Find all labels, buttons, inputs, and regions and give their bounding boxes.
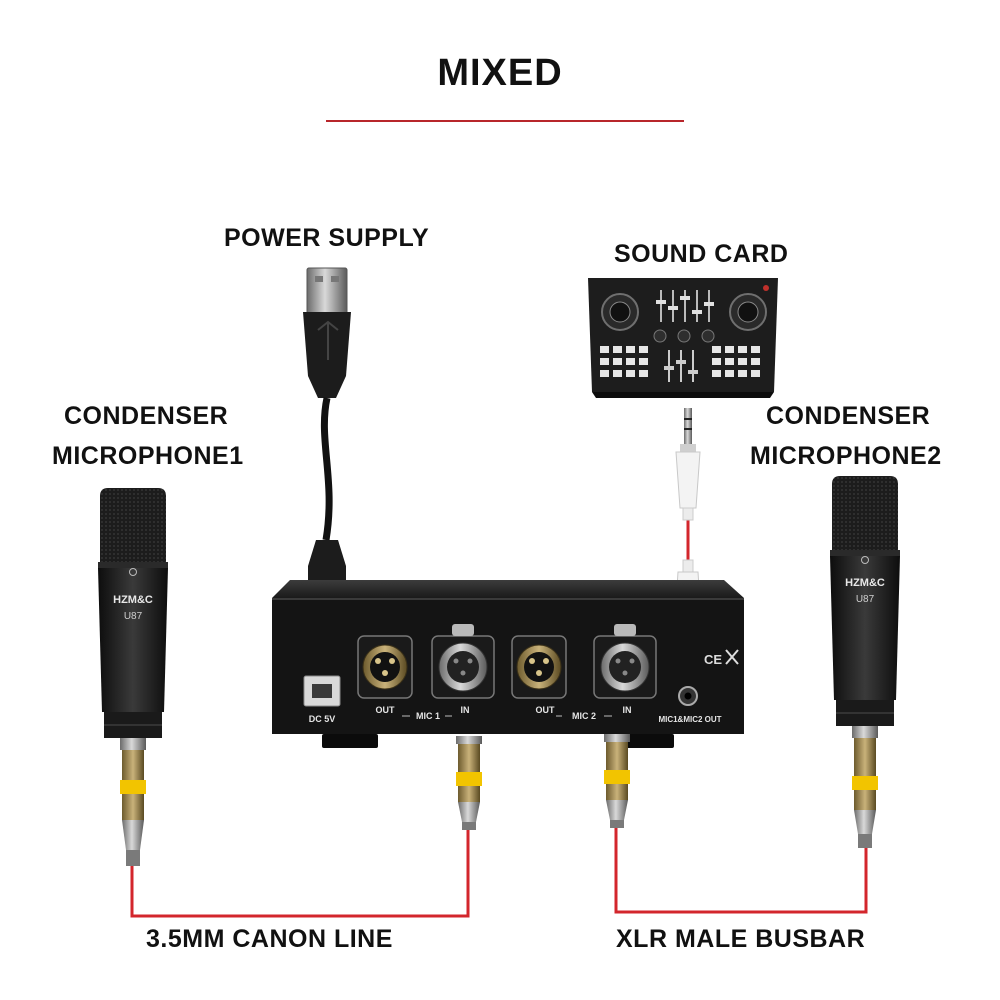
xlr-in-jack-1 [431, 624, 495, 699]
mixer-foot [618, 734, 674, 748]
sound-card-buttons-left [600, 346, 648, 377]
mixer-out1-label: OUT [376, 705, 396, 715]
condenser-microphone-1: HZM&C U87 [98, 488, 168, 866]
mixer-front-face [272, 598, 744, 734]
label-condenser-microphone-1: CONDENSER MICROPHONE1 [52, 396, 244, 476]
label-xlr-busbar: XLR MALE BUSBAR [616, 925, 866, 953]
sound-card-buttons-right [712, 346, 760, 377]
mixer-foot [322, 734, 378, 748]
canon-cable [130, 826, 470, 918]
label-condenser-microphone-2: CONDENSER MICROPHONE2 [750, 396, 942, 476]
xlr-right-yellow-band [604, 770, 630, 784]
label-mic1-line2: MICROPHONE1 [52, 442, 244, 470]
label-sound-card: SOUND CARD [614, 240, 789, 268]
sound-card-center-sliders [664, 350, 698, 382]
mic1-model: U87 [124, 611, 143, 622]
label-canon-line: 3.5MM CANON LINE [146, 925, 393, 953]
mixer-in2-label: IN [623, 705, 632, 715]
label-mic1-line1: CONDENSER [64, 402, 229, 430]
xlr-male-connector-right [604, 734, 630, 828]
mixer-top-face [272, 580, 744, 598]
mixer-box: CE DC 5V OUT MIC 1 IN OUT MIC 2 IN MIC1&… [272, 580, 744, 748]
xlr-busbar-cable [614, 826, 868, 914]
xlr-out-jack-2 [511, 635, 567, 699]
xlr-out-jack-1 [357, 635, 413, 699]
mixer-mic1-label: MIC 1 [416, 711, 440, 721]
xlr-in-jack-2 [593, 624, 657, 699]
mixer-combined-out-label: MIC1&MIC2 OUT [658, 715, 721, 724]
sound-card-jack-top [675, 408, 701, 521]
label-mic2-line1: CONDENSER [766, 402, 931, 430]
mic2-brand: HZM&C [845, 577, 885, 589]
usb-a-plug-metal [306, 267, 348, 315]
xlr-left-yellow-band [456, 772, 482, 786]
mixer-out2-label: OUT [536, 705, 556, 715]
mixer-mic2-label: MIC 2 [572, 711, 596, 721]
condenser-microphone-2: HZM&C U87 [830, 476, 900, 848]
label-power-supply: POWER SUPPLY [224, 224, 430, 252]
title-underline [326, 120, 684, 122]
mic2-model: U87 [856, 594, 875, 605]
label-mic2-line2: MICROPHONE2 [750, 442, 942, 470]
svg-text:CE: CE [704, 652, 722, 667]
mic1-brand: HZM&C [113, 594, 153, 606]
usb-power-cable [303, 267, 351, 632]
sound-card [588, 278, 778, 398]
sound-card-small-knobs [653, 329, 715, 343]
usb-cable-wire [320, 397, 333, 541]
xlr-male-connector-left [456, 736, 482, 830]
mic2-yellow-band [852, 776, 878, 790]
mixer-dc-label: DC 5V [309, 714, 336, 724]
mixer-in1-label: IN [461, 705, 470, 715]
mic1-yellow-band [120, 780, 146, 794]
page-title: MIXED [437, 52, 563, 94]
sound-card-faders [656, 290, 714, 322]
